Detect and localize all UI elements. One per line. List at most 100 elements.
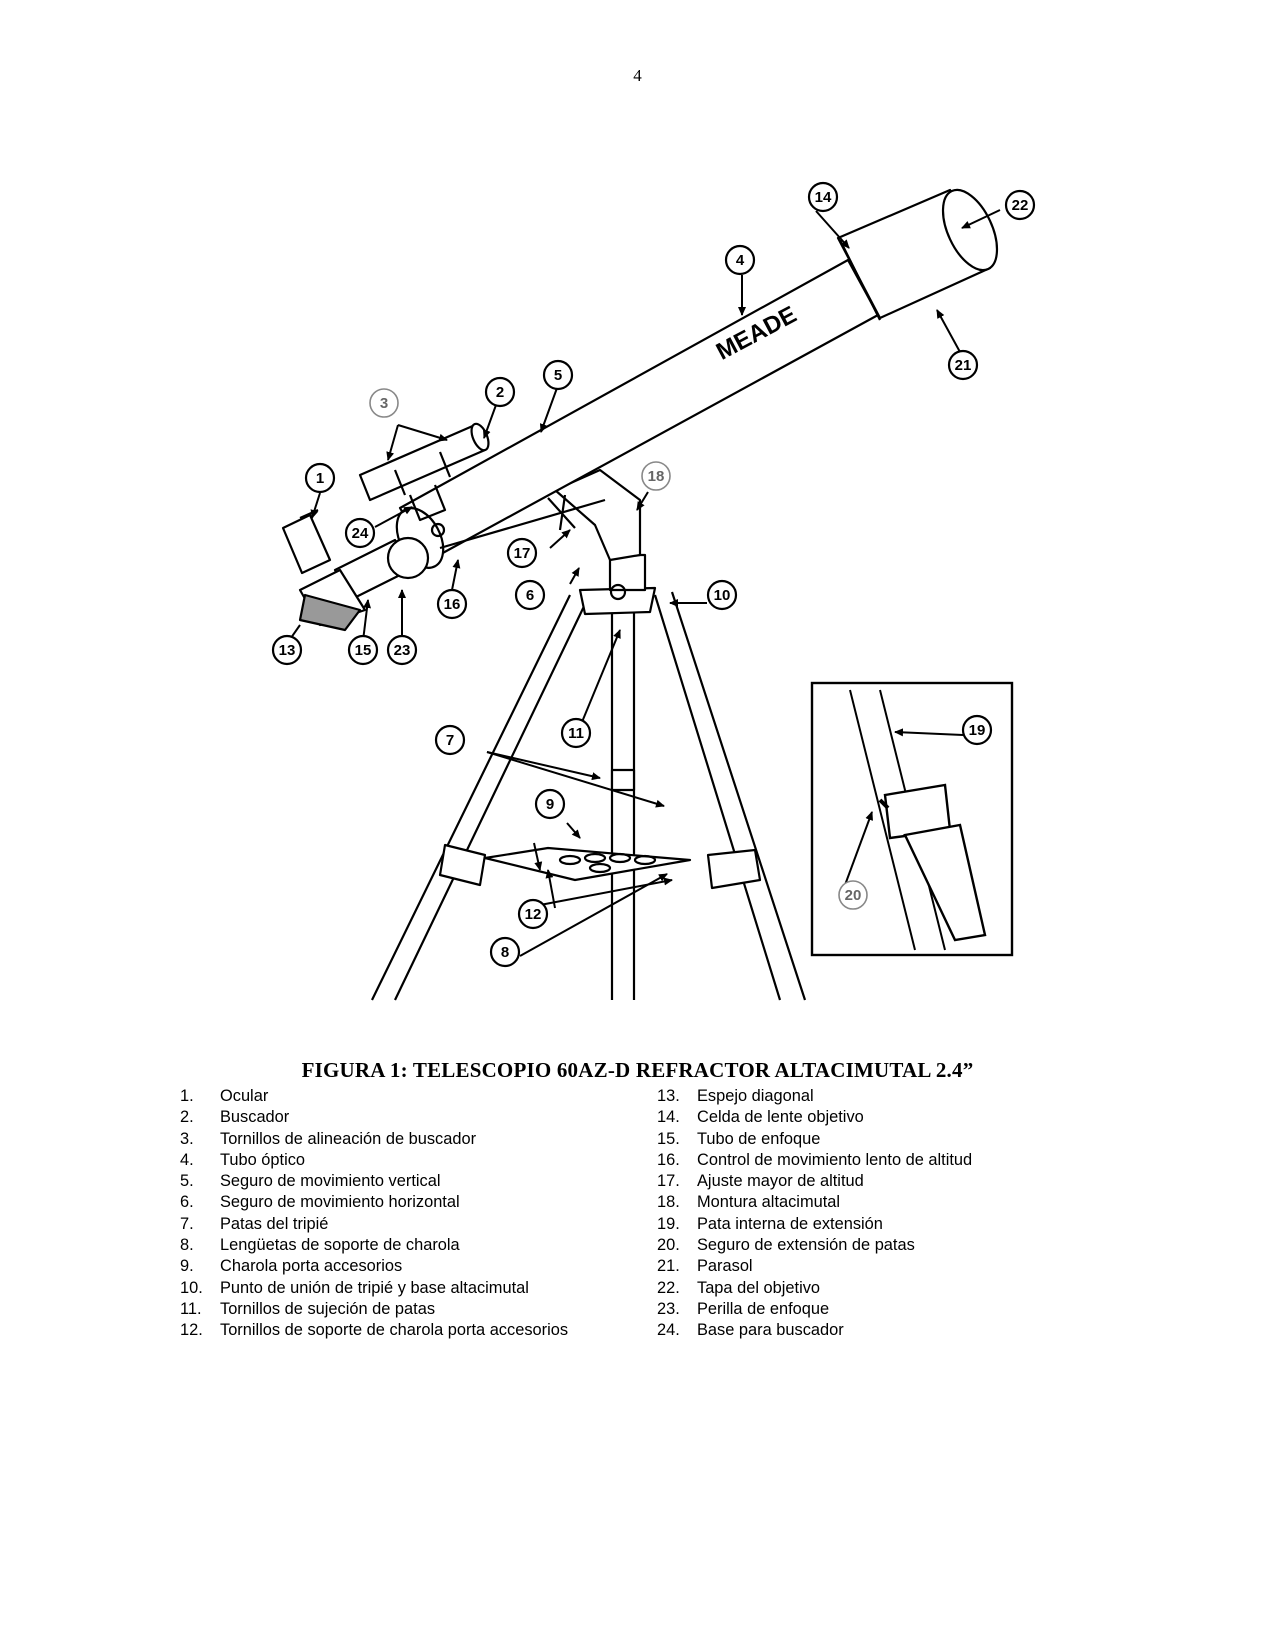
part-item: 5. Seguro de movimiento vertical xyxy=(180,1171,598,1192)
part-number: 17. xyxy=(657,1172,680,1191)
altitude-rod xyxy=(439,498,606,550)
part-item: 2.Buscador xyxy=(180,1107,598,1128)
part-number: 5. xyxy=(180,1172,194,1191)
part-description: Seguro de movimiento horizontal xyxy=(220,1193,460,1212)
page-number: 4 xyxy=(633,66,642,85)
part-description: Seguro de movimiento vertical xyxy=(220,1172,441,1191)
part-description: Pata interna de extensión xyxy=(697,1214,883,1233)
part-item: 10. Punto de unión de tripié y base altac… xyxy=(180,1278,598,1299)
telescope-diagram: MEADE xyxy=(271,181,1036,1001)
part-item: 12.Tornillos de soporte de charola porta… xyxy=(180,1320,598,1341)
part-item: 13.Espejo diagonal xyxy=(657,1086,1077,1107)
svg-text:18: 18 xyxy=(648,468,665,485)
part-description: Ajuste mayor de altitud xyxy=(697,1172,864,1191)
part-number: 9. xyxy=(180,1257,194,1276)
part-description: Punto de unión de tripié y base altacimu… xyxy=(220,1278,529,1297)
callout-13: 13 xyxy=(271,634,303,666)
part-item: 18. Montura altacimutal xyxy=(657,1192,1077,1213)
part-item: 21.Parasol xyxy=(657,1256,1077,1277)
part-number: 4. xyxy=(180,1150,194,1169)
part-description: Buscador xyxy=(220,1108,290,1127)
accessory-tray xyxy=(483,846,692,882)
svg-text:20: 20 xyxy=(845,887,862,904)
svg-text:13: 13 xyxy=(279,642,296,659)
focuser-assembly xyxy=(281,508,430,632)
svg-text:4: 4 xyxy=(736,252,745,269)
part-item: 6.Seguro de movimiento horizontal xyxy=(180,1192,598,1213)
callout-3: 3 xyxy=(369,388,399,418)
callout-5: 5 xyxy=(542,359,574,391)
svg-text:6: 6 xyxy=(526,587,534,604)
part-item: 4. Tubo óptico xyxy=(180,1150,598,1171)
tripod-legs xyxy=(371,591,807,1001)
part-description: Tapa del objetivo xyxy=(697,1278,821,1297)
callout-24: 24 xyxy=(344,517,376,549)
callout-23: 23 xyxy=(386,634,418,666)
callout-20: 20 xyxy=(838,880,868,910)
figure-caption: FIGURA 1: TELESCOPIO 60AZ-D REFRACTOR AL… xyxy=(301,1058,974,1082)
part-item: 11.Tornillos de sujeción de patas xyxy=(180,1299,598,1320)
part-item: 3.Tornillos de alineación de buscador xyxy=(180,1129,598,1150)
part-item: 22.Tapa del objetivo xyxy=(657,1278,1077,1299)
svg-text:17: 17 xyxy=(514,545,531,562)
part-description: Ocular xyxy=(220,1087,269,1105)
part-description: Lengüetas de soporte de charola xyxy=(220,1236,460,1255)
callout-arrows xyxy=(285,209,1001,957)
callout-14: 14 xyxy=(807,181,839,213)
callout-10: 10 xyxy=(706,579,738,611)
part-description: Seguro de extensión de patas xyxy=(697,1236,915,1255)
svg-text:7: 7 xyxy=(446,732,454,749)
part-item: 8. Lengüetas de soporte de charola xyxy=(180,1235,598,1256)
part-item: 15. Tubo de enfoque xyxy=(657,1129,1077,1150)
callout-11: 11 xyxy=(560,717,592,749)
svg-text:24: 24 xyxy=(352,525,369,542)
part-number: 7. xyxy=(180,1214,194,1233)
callout-7: 7 xyxy=(434,724,466,756)
callout-6: 6 xyxy=(514,579,546,611)
part-description: Montura altacimutal xyxy=(697,1193,841,1212)
callout-21: 21 xyxy=(947,349,979,381)
svg-text:10: 10 xyxy=(714,587,731,604)
part-number: 24. xyxy=(657,1321,680,1340)
part-description: Tubo de enfoque xyxy=(697,1129,821,1148)
svg-text:5: 5 xyxy=(554,367,562,384)
callout-22: 22 xyxy=(1004,189,1036,221)
svg-text:16: 16 xyxy=(444,596,461,613)
part-description: Control de movimiento lento de altitud xyxy=(697,1150,973,1169)
svg-text:8: 8 xyxy=(501,944,509,961)
callout-4: 4 xyxy=(724,244,756,276)
part-number: 21. xyxy=(657,1257,680,1276)
callout-8: 8 xyxy=(489,936,521,968)
callout-9: 9 xyxy=(534,788,566,820)
part-description: Tubo óptico xyxy=(220,1150,306,1169)
part-item: 9.Charola porta accesorios xyxy=(180,1256,598,1277)
inset-detail xyxy=(810,681,1014,957)
part-number: 15. xyxy=(657,1129,680,1148)
part-description: Tornillos de alineación de buscador xyxy=(220,1129,477,1148)
part-description: Base para buscador xyxy=(697,1321,844,1340)
svg-text:12: 12 xyxy=(525,906,542,923)
callout-16: 16 xyxy=(436,588,468,620)
svg-text:21: 21 xyxy=(955,357,972,374)
part-number: 16. xyxy=(657,1150,680,1169)
svg-text:15: 15 xyxy=(355,642,372,659)
part-number: 1. xyxy=(180,1087,194,1105)
part-number: 10. xyxy=(180,1278,203,1297)
part-item: 19. Pata interna de extensión xyxy=(657,1214,1077,1235)
part-item: 20.Seguro de extensión de patas xyxy=(657,1235,1077,1256)
callout-19: 19 xyxy=(961,714,993,746)
svg-text:9: 9 xyxy=(546,796,554,813)
svg-text:11: 11 xyxy=(568,725,584,742)
part-number: 8. xyxy=(180,1236,194,1255)
part-number: 12. xyxy=(180,1321,203,1340)
part-number: 18. xyxy=(657,1193,680,1212)
part-number: 14. xyxy=(657,1108,680,1127)
part-description: Perilla de enfoque xyxy=(697,1299,830,1318)
svg-text:14: 14 xyxy=(815,189,832,206)
part-description: Espejo diagonal xyxy=(697,1087,814,1105)
callout-18: 18 xyxy=(641,461,671,491)
svg-text:19: 19 xyxy=(969,722,986,739)
part-item: 7.Patas del tripié xyxy=(180,1214,598,1235)
part-number: 19. xyxy=(657,1214,680,1233)
